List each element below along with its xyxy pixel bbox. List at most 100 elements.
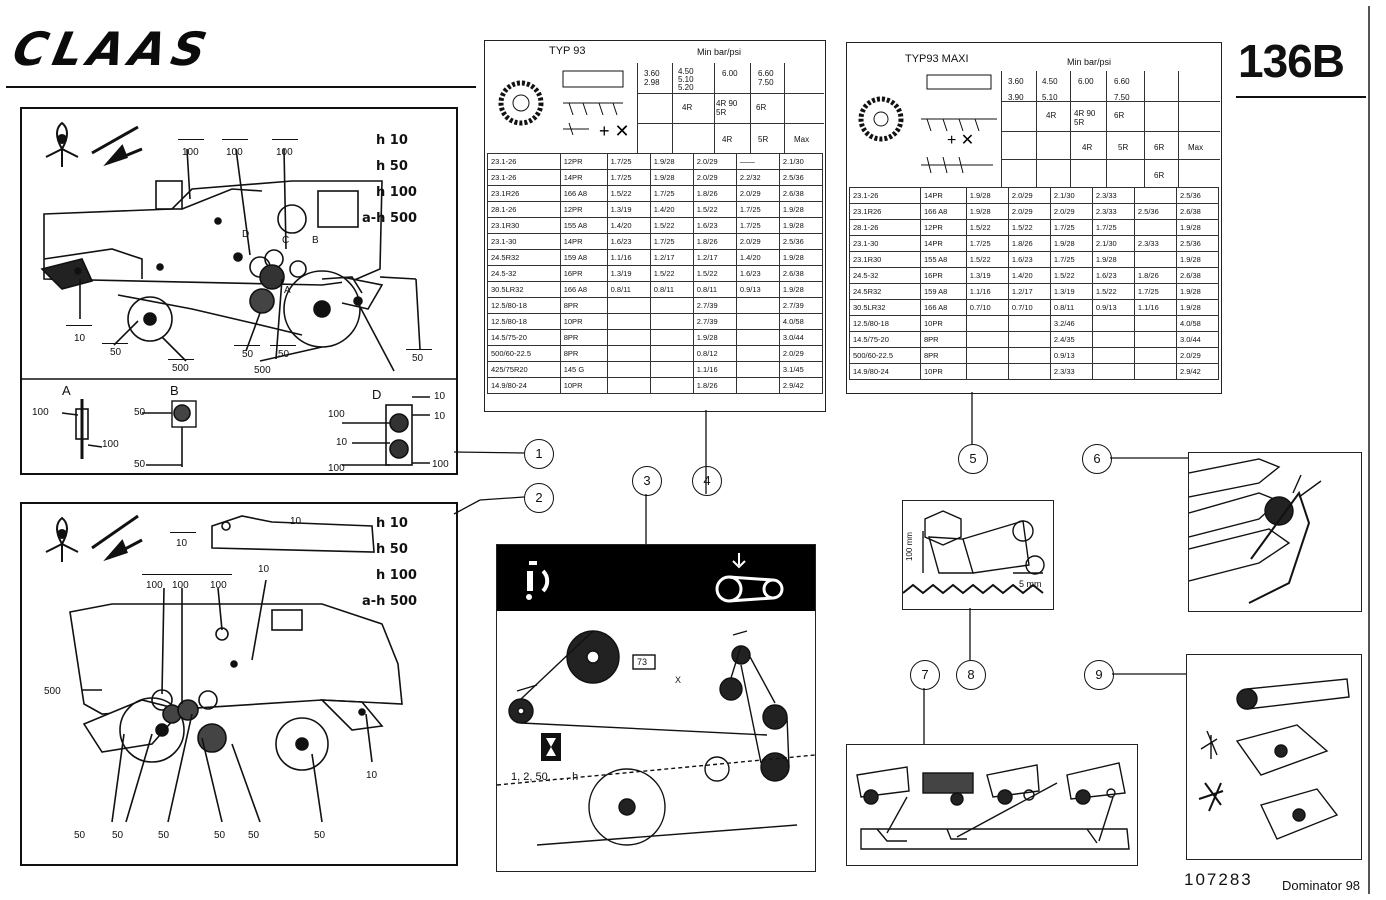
typ93maxi-cell: 1.3/19 bbox=[1049, 283, 1093, 300]
typ93-cell: 159 A8 bbox=[559, 249, 608, 266]
detail-a-letter: A bbox=[62, 383, 71, 398]
detail-b-letter: B bbox=[170, 383, 179, 398]
typ93-cell: 166 A8 bbox=[559, 281, 608, 298]
typ93maxi-cell bbox=[965, 363, 1009, 380]
typ93maxi-cell bbox=[1091, 331, 1135, 348]
typ93-cell: 8PR bbox=[559, 345, 608, 362]
typ93-cell: 8PR bbox=[559, 297, 608, 314]
typ93maxi-cell: 0.7/10 bbox=[965, 299, 1009, 316]
panel1-tick-50-b bbox=[234, 345, 260, 346]
oil-drop-icon bbox=[45, 121, 79, 167]
panel1-letter-b: B bbox=[312, 235, 319, 246]
typ93-cell: 14.9/80-24 bbox=[487, 377, 561, 394]
oil-drop-icon-2 bbox=[45, 516, 79, 562]
typ93-cell bbox=[649, 297, 694, 314]
typ93maxi-cell: 1.7/25 bbox=[1049, 251, 1093, 268]
typ93maxi-cell bbox=[965, 331, 1009, 348]
typ93maxi-cell: 1.7/25 bbox=[965, 235, 1009, 252]
panel1-letter-c: C bbox=[282, 235, 290, 246]
typ93-cell bbox=[649, 313, 694, 330]
callout-5: 5 bbox=[958, 444, 988, 474]
typ93maxi-cell bbox=[1133, 363, 1177, 380]
typ93-cell: 2.5/36 bbox=[778, 169, 824, 186]
panel2-label-50-d: 50 bbox=[214, 830, 226, 841]
combine-drawing-2 bbox=[45, 514, 403, 823]
typ93-header-grid: 3.60 2.98 4.50 5.10 5.20 6.00 6.60 7.50 … bbox=[637, 63, 824, 153]
typ93maxi-cell: 166 A8 bbox=[919, 299, 967, 316]
typ93-cell: 2.1/30 bbox=[778, 153, 824, 170]
model-code: 136B bbox=[1238, 35, 1345, 87]
panel2-tick-10-a bbox=[170, 532, 196, 533]
typ93-cell: 1.5/22 bbox=[649, 265, 694, 282]
typ93maxi-cell: 10PR bbox=[919, 363, 967, 380]
typ93maxi-cell: 16PR bbox=[919, 267, 967, 284]
typ93maxi-cell: 14.5/75-20 bbox=[849, 331, 921, 348]
typ93-cell bbox=[606, 313, 651, 330]
typ93-wheel-icon bbox=[498, 80, 544, 126]
typ93maxi-cell: 2.1/30 bbox=[1049, 187, 1093, 204]
panel2-label-100-c: 100 bbox=[210, 580, 227, 591]
typ93maxi-cell bbox=[1007, 347, 1051, 364]
detail-d-label-10-a: 10 bbox=[336, 437, 348, 448]
typ93maxi-cell: 23.1-26 bbox=[849, 187, 921, 204]
typ93-cell: 14PR bbox=[559, 233, 608, 250]
panel3-dim-73: 73 bbox=[637, 657, 648, 667]
typ93-cell: 166 A8 bbox=[559, 185, 608, 202]
panel1-label-500-a: 500 bbox=[172, 363, 189, 374]
typ93-cell: 10PR bbox=[559, 377, 608, 394]
panel1-label-100-b: 100 bbox=[226, 147, 243, 158]
typ93-cell: 12PR bbox=[559, 201, 608, 218]
typ93maxi-cell: 2.6/38 bbox=[1175, 203, 1220, 220]
typ93maxi-cell: 2.5/36 bbox=[1175, 235, 1220, 252]
typ93maxi-header-icons: + ✕ bbox=[921, 74, 997, 174]
panel2-label-100-a: 100 bbox=[146, 580, 163, 591]
typ93maxi-h-4r-b: 4R bbox=[1082, 143, 1093, 152]
typ93maxi-title: TYP93 MAXI bbox=[905, 53, 969, 65]
interval-h100: h 100 bbox=[376, 185, 417, 200]
typ93-cell: 155 A8 bbox=[559, 217, 608, 234]
panel1-tick-100-b bbox=[222, 139, 248, 140]
typ93maxi-cell: 1.8/26 bbox=[1007, 235, 1051, 252]
typ93-cell: 14.5/75-20 bbox=[487, 329, 561, 346]
typ93maxi-h-450: 4.50 bbox=[1042, 77, 1058, 86]
typ93-title: TYP 93 bbox=[549, 45, 586, 57]
typ93maxi-cell: 14.9/80-24 bbox=[849, 363, 921, 380]
panel1-label-100-a: 100 bbox=[182, 147, 199, 158]
typ93maxi-cell: 28.1-26 bbox=[849, 219, 921, 236]
header-rule-left bbox=[6, 86, 476, 88]
typ93-cell bbox=[649, 345, 694, 362]
typ93-cell bbox=[606, 345, 651, 362]
panel1-label-50-a: 50 bbox=[110, 347, 122, 358]
typ93-unit: Min bar/psi bbox=[697, 47, 742, 57]
typ93-cell: 0.8/11 bbox=[692, 281, 737, 298]
typ93maxi-cell: 155 A8 bbox=[919, 251, 967, 268]
typ93maxi-h-360: 3.60 bbox=[1008, 77, 1024, 86]
panel2-label-500: 500 bbox=[44, 686, 61, 697]
typ93maxi-cell: 14PR bbox=[919, 235, 967, 252]
typ93-cell: 2.0/29 bbox=[735, 233, 780, 250]
typ93maxi-cell: 24.5-32 bbox=[849, 267, 921, 284]
typ93maxi-h-660: 6.60 bbox=[1114, 77, 1130, 86]
typ93maxi-cell: 0.9/13 bbox=[1091, 299, 1135, 316]
typ93-cell: 1.6/23 bbox=[692, 217, 737, 234]
machine-model-name: Dominator 98 bbox=[1282, 878, 1361, 893]
interval-h10-2: h 10 bbox=[376, 516, 408, 531]
typ93maxi-cell bbox=[1091, 347, 1135, 364]
detail-d-label-100-c: 100 bbox=[432, 459, 449, 470]
typ93maxi-h-750: 7.50 bbox=[1114, 93, 1130, 102]
hourglass-icon bbox=[541, 733, 561, 761]
detail-b-label-50-bottom: 50 bbox=[134, 459, 146, 470]
typ93-cell: 23.1-26 bbox=[487, 169, 561, 186]
panel1-tick-50-a bbox=[102, 343, 128, 344]
panel-1-lubrication-side-view: 100 100 100 D C B A 10 50 50 50 500 50 5… bbox=[20, 107, 458, 475]
typ93-header-icons: + ✕ bbox=[562, 70, 630, 141]
panel8-dim-100mm: 100 mm bbox=[905, 532, 914, 561]
